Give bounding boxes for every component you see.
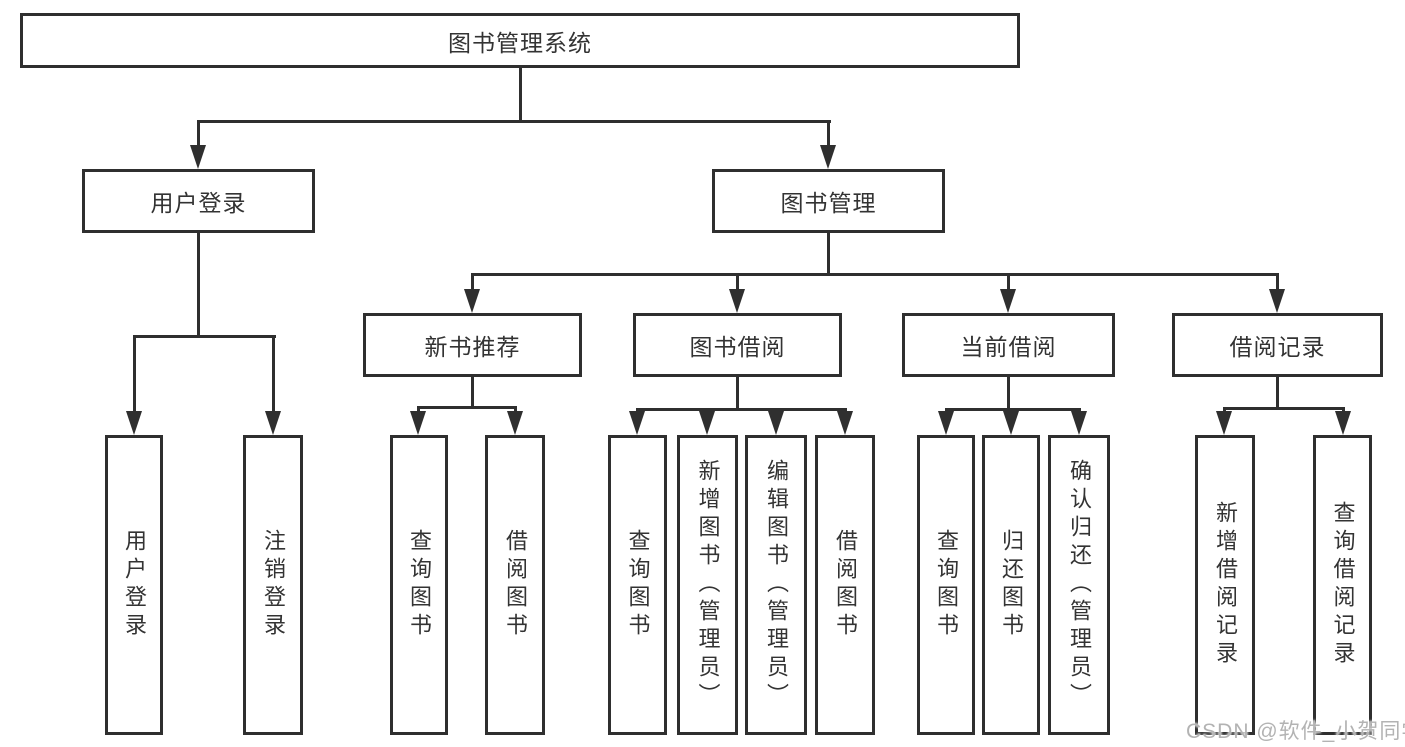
leaf-newbook-query-book: 查询图书 — [390, 435, 448, 735]
leaf-user-login-label: 用户登录 — [122, 529, 147, 641]
connector-to-user-login — [197, 120, 200, 147]
arrow-to-leaf-g3-query-icon — [629, 411, 645, 435]
leaf-borrow-query-book: 查询图书 — [608, 435, 667, 735]
leaf-borrow-add-book-admin: 新增图书（管理员） — [677, 435, 738, 735]
connector-root-stem — [519, 68, 522, 120]
arrow-to-leaf-g2-borrow-icon — [507, 411, 523, 435]
connector-new-book-stem — [471, 377, 474, 406]
connector-to-leaf-g2-query — [417, 406, 420, 414]
connector-to-borrow-record — [1276, 273, 1279, 291]
node-book-management: 图书管理 — [712, 169, 945, 233]
arrow-to-leaf-g4-query-icon — [938, 411, 954, 435]
arrow-to-book-borrow-icon — [729, 289, 745, 313]
arrow-to-leaf-g4-confirm-icon — [1071, 411, 1087, 435]
connector-to-leaf-g2-borrow — [514, 406, 517, 414]
leaf-borrow-borrow-book: 借阅图书 — [815, 435, 875, 735]
arrow-to-leaf-g5-query-icon — [1335, 411, 1351, 435]
node-book-management-label: 图书管理 — [780, 190, 877, 216]
leaf-borrow-edit-book-admin-label: 编辑图书（管理员） — [764, 459, 789, 711]
leaf-logout: 注销登录 — [243, 435, 303, 735]
leaf-newbook-query-book-label: 查询图书 — [407, 529, 432, 641]
leaf-record-query-record-label: 查询借阅记录 — [1330, 501, 1356, 669]
node-new-book-recommend: 新书推荐 — [363, 313, 582, 377]
connector-to-book-borrow — [736, 273, 739, 291]
connector-to-leaf-login — [133, 335, 136, 413]
arrow-to-leaf-g3-borrow-icon — [837, 411, 853, 435]
connector-borrow-record-stem — [1276, 377, 1279, 407]
node-root-system: 图书管理系统 — [20, 13, 1020, 68]
arrow-to-leaf-g3-edit-icon — [768, 411, 784, 435]
node-root-label: 图书管理系统 — [448, 29, 592, 56]
node-borrow-record: 借阅记录 — [1172, 313, 1383, 377]
arrow-to-leaf-g5-add-icon — [1216, 411, 1232, 435]
connector-book-management-stem — [827, 233, 830, 273]
arrow-to-current-borrow-icon — [1000, 289, 1016, 313]
node-book-borrow-label: 图书借阅 — [689, 334, 786, 360]
connector-book-borrow-stem — [736, 377, 739, 408]
leaf-current-query-book: 查询图书 — [917, 435, 975, 735]
node-user-login-label: 用户登录 — [150, 190, 247, 216]
leaf-borrow-query-book-label: 查询图书 — [625, 529, 651, 641]
connector-book-borrow-splitter — [636, 408, 847, 411]
leaf-record-add-record: 新增借阅记录 — [1195, 435, 1255, 735]
node-user-login: 用户登录 — [82, 169, 315, 233]
connector-current-borrow-splitter — [945, 408, 1081, 411]
leaf-current-confirm-return-admin-label: 确认归还（管理员） — [1067, 459, 1092, 711]
leaf-user-login: 用户登录 — [105, 435, 163, 735]
leaf-borrow-add-book-admin-label: 新增图书（管理员） — [695, 459, 721, 711]
connector-borrow-record-splitter — [1223, 407, 1345, 410]
connector-current-borrow-stem — [1007, 377, 1010, 408]
arrow-to-leaf-login-icon — [126, 411, 142, 435]
connector-to-new-book — [471, 273, 474, 291]
leaf-record-add-record-label: 新增借阅记录 — [1213, 501, 1238, 669]
connector-new-book-splitter — [417, 406, 517, 409]
leaf-logout-label: 注销登录 — [261, 529, 286, 641]
connector-to-current-borrow — [1007, 273, 1010, 291]
arrow-to-borrow-record-icon — [1269, 289, 1285, 313]
leaf-current-confirm-return-admin: 确认归还（管理员） — [1048, 435, 1110, 735]
leaf-current-return-book: 归还图书 — [982, 435, 1040, 735]
leaf-newbook-borrow-book-label: 借阅图书 — [503, 529, 528, 641]
node-current-borrow-label: 当前借阅 — [960, 334, 1057, 360]
connector-to-leaf-logout — [272, 335, 275, 413]
leaf-current-return-book-label: 归还图书 — [999, 529, 1024, 641]
leaf-newbook-borrow-book: 借阅图书 — [485, 435, 545, 735]
node-borrow-record-label: 借阅记录 — [1229, 334, 1326, 360]
connector-level1-splitter — [197, 120, 831, 123]
arrow-to-leaf-logout-icon — [265, 411, 281, 435]
arrow-to-new-book-icon — [464, 289, 480, 313]
connector-to-book-management — [827, 120, 830, 147]
leaf-current-query-book-label: 查询图书 — [934, 529, 959, 641]
connector-level2-splitter — [471, 273, 1279, 276]
arrow-to-user-login-icon — [190, 145, 206, 169]
node-new-book-recommend-label: 新书推荐 — [424, 334, 521, 360]
arrow-to-leaf-g4-return-icon — [1003, 411, 1019, 435]
arrow-to-leaf-g2-query-icon — [410, 411, 426, 435]
leaf-borrow-edit-book-admin: 编辑图书（管理员） — [745, 435, 807, 735]
leaf-record-query-record: 查询借阅记录 — [1313, 435, 1372, 735]
arrow-to-leaf-g3-add-icon — [699, 411, 715, 435]
node-book-borrow: 图书借阅 — [633, 313, 842, 377]
arrow-to-book-management-icon — [820, 145, 836, 169]
csdn-watermark: CSDN @软件_小贺同学 — [1186, 720, 1405, 743]
node-current-borrow: 当前借阅 — [902, 313, 1115, 377]
connector-user-login-splitter — [133, 335, 276, 338]
leaf-borrow-borrow-book-label: 借阅图书 — [833, 529, 858, 641]
connector-user-login-stem — [197, 233, 200, 335]
